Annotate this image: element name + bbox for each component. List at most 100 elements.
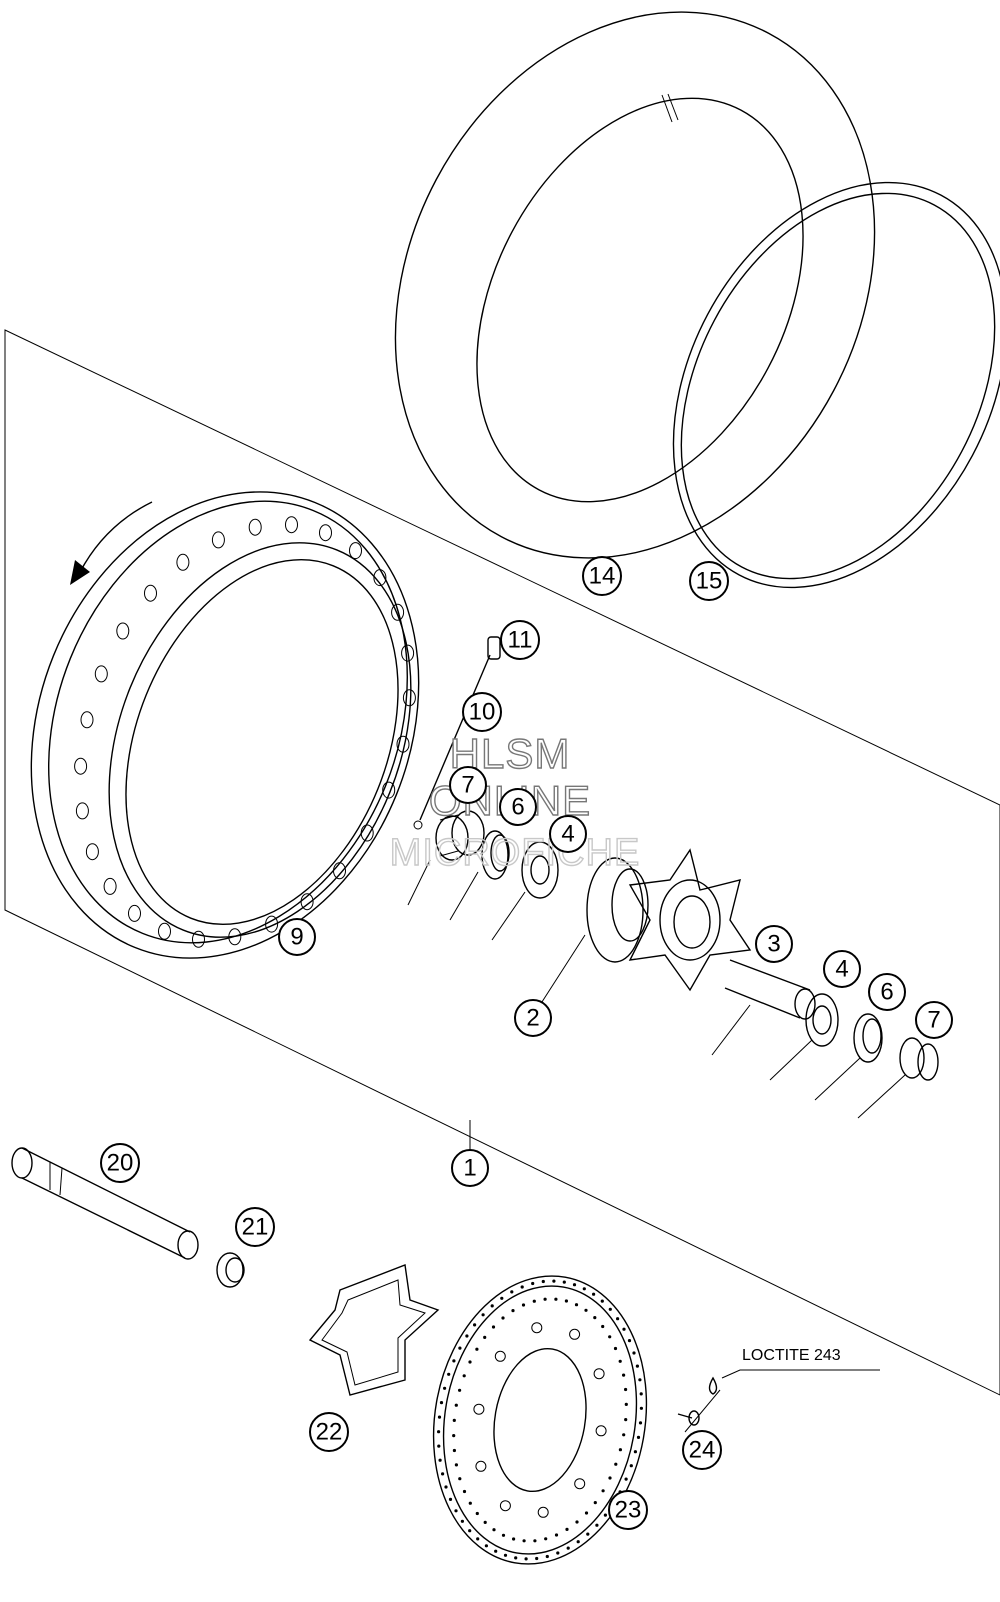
disc-vent-hole [514,1556,518,1560]
disc-vent-hole [566,1546,570,1550]
svg-text:MICROFICHE: MICROFICHE [390,832,641,874]
callout-6b: 6 [868,973,906,1011]
disc-vent-hole [468,1360,472,1364]
rim-spoke-hole [349,542,362,560]
disc-vent-hole [476,1537,480,1541]
disc-vent-hole [460,1519,464,1523]
disc-vent-hole [618,1448,623,1452]
disc-vent-hole [475,1347,479,1351]
disc-vent-hole [490,1304,494,1308]
disc-vent-hole [629,1464,633,1468]
disc-vent-hole [511,1309,515,1313]
disc-vent-hole [535,1556,539,1561]
disc-vent-hole [603,1513,608,1517]
svg-text:11: 11 [508,627,533,654]
disc-vent-hole [556,1551,560,1555]
rim-spoke-hole [176,553,190,571]
rim-spoke-hole [402,689,416,707]
rim-spoke-hole [94,665,108,683]
disc-vent-hole [613,1346,618,1351]
disc-vent-hole [532,1299,536,1303]
disc-vent-hole [462,1374,466,1378]
disc-vent-hole [492,1528,496,1532]
callout-20: 20 [100,1143,140,1183]
rim-spoke-hole [192,930,205,948]
disc-vent-hole [503,1553,508,1557]
callout-4b: 4 [823,950,861,988]
disc-vent-hole [622,1433,626,1437]
rim-spoke-hole [360,824,374,842]
callout-14: 14 [582,556,622,596]
tire [394,11,876,559]
disc-vent-hole [541,1279,545,1284]
disc-vent-hole [494,1549,498,1553]
rim-spoke-hole [373,569,387,587]
svg-text:1: 1 [463,1155,476,1182]
svg-text:6: 6 [880,979,893,1006]
spoke [413,654,491,830]
disc-vent-hole [511,1537,516,1541]
rim-spoke-hole [103,877,117,895]
disc-rivet [494,1350,506,1362]
disc-vent-hole [443,1386,447,1390]
svg-text:23: 23 [615,1497,642,1524]
disc-vent-hole [627,1339,632,1343]
disc-vent-hole [636,1435,641,1439]
disc-rivet [473,1403,485,1415]
disc-vent-hole [622,1327,626,1331]
disc-vent-hole [437,1415,442,1419]
callout-11: 11 [500,620,540,660]
axle [11,1147,199,1260]
callout-10: 10 [462,692,502,732]
svg-text:15: 15 [696,568,723,595]
svg-text:2: 2 [526,1005,539,1032]
disc-vent-hole [452,1359,456,1363]
disc-vent-hole [574,1303,579,1307]
disc-vent-hole [595,1523,599,1527]
disc-vent-hole [448,1497,453,1501]
disc-rivet [537,1506,549,1518]
rim-spoke-hole [285,516,298,534]
rim-spoke-hole [116,622,130,640]
rim-spoke-hole [74,757,88,775]
disc-vent-hole [521,1303,526,1307]
svg-text:22: 22 [316,1419,343,1446]
svg-text:24: 24 [689,1437,716,1464]
disc-vent-hole [624,1387,628,1392]
disc-vent-hole [601,1324,605,1329]
disc-vent-hole [608,1335,612,1339]
disc-vent-hole [618,1359,622,1363]
callout-2: 2 [514,999,552,1037]
disc-vent-hole [501,1533,506,1537]
callout-6a: 6 [499,788,537,826]
disc-vent-hole [575,1520,579,1524]
disc-vent-hole [447,1372,451,1376]
disc-vent-hole [562,1280,566,1284]
callout-1: 1 [451,1149,489,1187]
callout-7b: 7 [915,1001,953,1039]
rim-spoke-hole [75,802,89,820]
disc-vent-hole [633,1450,638,1454]
disc-vent-hole [468,1501,472,1505]
disc-vent-hole [458,1346,462,1350]
disc-vent-hole [501,1316,505,1320]
disc-vent-hole [454,1509,458,1513]
rim-spoke-hole [333,862,346,880]
rim-spoke-hole [265,915,279,933]
callout-21: 21 [235,1207,275,1247]
disc-vent-hole [576,1540,580,1544]
spoke-nipple [487,636,501,660]
callout-23: 23 [608,1490,648,1530]
callout-24: 24 [682,1430,722,1470]
disc-vent-hole [437,1444,441,1448]
disc-rivet [531,1322,543,1334]
svg-text:4: 4 [561,821,574,848]
rim [30,491,420,959]
rim-spoke-hole [158,922,171,940]
rim-spoke-hole [85,843,99,861]
disc-vent-hole [437,1430,441,1434]
disc-vent-hole [608,1476,612,1480]
disc-rivet [593,1368,605,1380]
rim-spoke-hole [128,904,141,922]
